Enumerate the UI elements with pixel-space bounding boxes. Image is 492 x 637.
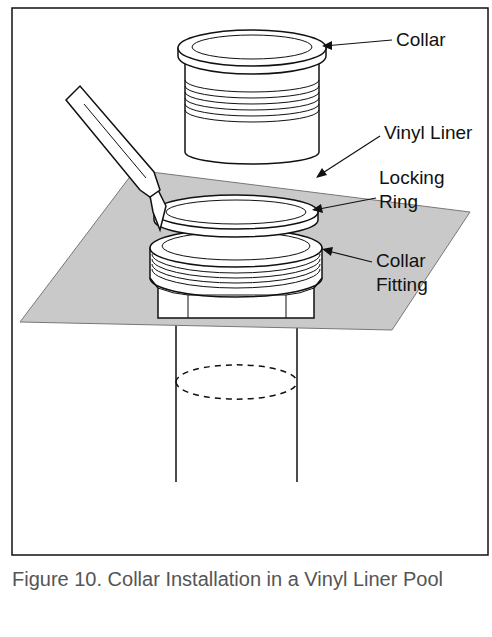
figure-caption: Figure 10. Collar Installation in a Viny… bbox=[12, 564, 452, 594]
figure-frame bbox=[12, 8, 488, 555]
pipe bbox=[176, 318, 297, 482]
part-label: Collar Fitting bbox=[376, 249, 466, 297]
locking-ring-shape bbox=[154, 195, 318, 237]
collar-fitting-shape bbox=[150, 229, 322, 318]
collar-shape bbox=[178, 30, 326, 164]
leader-lines bbox=[314, 40, 392, 262]
part-label: Vinyl Liner bbox=[384, 121, 489, 145]
part-label: Locking Ring bbox=[379, 166, 469, 214]
part-label: Collar bbox=[396, 28, 486, 52]
utility-knife bbox=[66, 86, 166, 230]
